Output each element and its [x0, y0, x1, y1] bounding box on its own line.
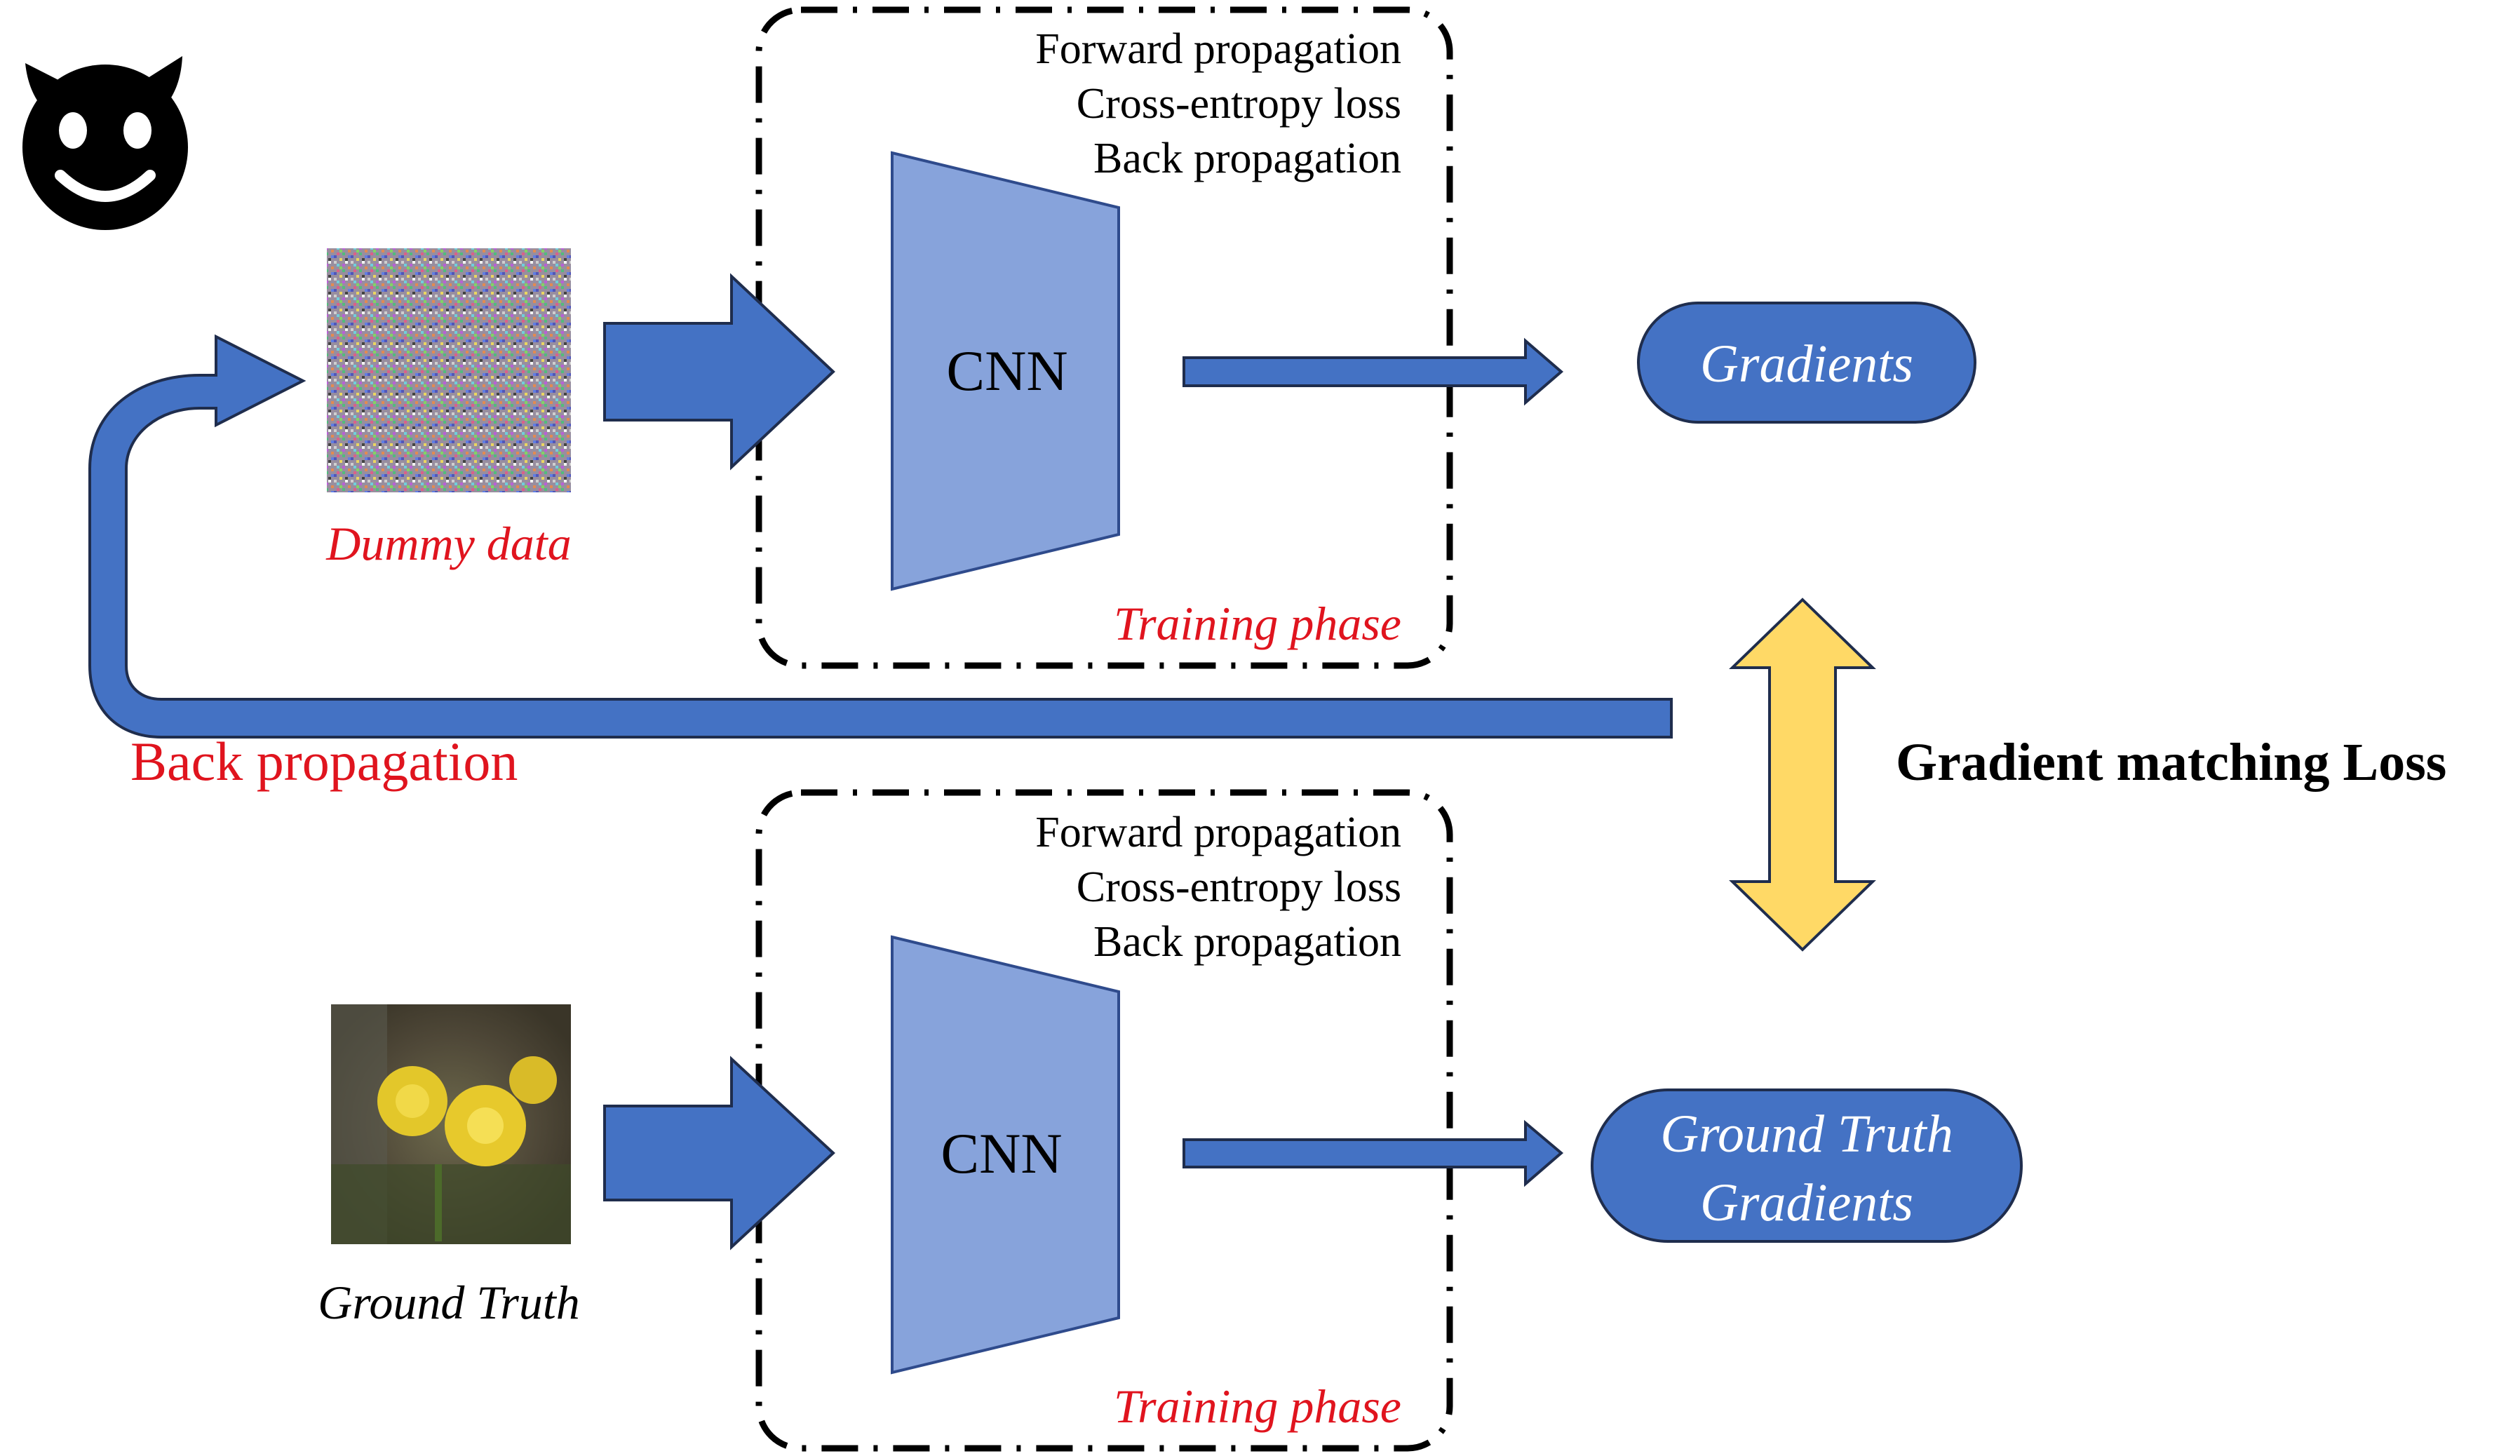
training-phase-label-bottom: Training phase: [1114, 1380, 1401, 1433]
step-cross-entropy-loss: Cross-entropy loss: [1077, 80, 1401, 128]
dummy-data-image: [327, 248, 571, 492]
output-arrow-top: [1182, 337, 1564, 406]
cnn-label-bottom: CNN: [941, 1121, 1062, 1185]
dummy-data-caption: Dummy data: [325, 517, 571, 570]
output-arrow-bottom: [1182, 1119, 1564, 1187]
back-propagation-arrow: [88, 334, 1673, 739]
ground-truth-gradients-node: [1591, 1088, 2023, 1243]
input-arrow-bottom: [603, 1056, 835, 1251]
ground-truth-caption: Ground Truth: [318, 1276, 579, 1329]
training-phase-label-top: Training phase: [1114, 597, 1401, 650]
gradients-node: [1637, 302, 1976, 424]
input-arrow-top: [603, 273, 835, 471]
gradient-matching-double-arrow: [1729, 598, 1876, 952]
devil-face-icon: [22, 56, 188, 230]
step-back-propagation: Back propagation: [1093, 918, 1401, 966]
ground-truth-image: [331, 1004, 571, 1244]
back-propagation-label: Back propagation: [130, 731, 518, 792]
cnn-label-top: CNN: [946, 339, 1067, 403]
training-box-top: Forward propagation Cross-entropy loss B…: [755, 6, 1453, 669]
training-box-bottom: Forward propagation Cross-entropy loss B…: [755, 789, 1453, 1452]
step-forward-propagation: Forward propagation: [1035, 809, 1401, 856]
ground-truth-gradients-line1: Ground Truth: [1660, 1105, 1953, 1164]
cnn-block-top: [891, 151, 1120, 591]
gradient-matching-loss-label: Gradient matching Loss: [1896, 733, 2446, 792]
step-back-propagation: Back propagation: [1093, 135, 1401, 182]
step-forward-propagation: Forward propagation: [1035, 25, 1401, 73]
step-cross-entropy-loss: Cross-entropy loss: [1077, 863, 1401, 911]
gradients-label: Gradients: [1700, 335, 1913, 393]
ground-truth-gradients-line2: Gradients: [1700, 1173, 1913, 1232]
cnn-block-bottom: [891, 935, 1120, 1375]
